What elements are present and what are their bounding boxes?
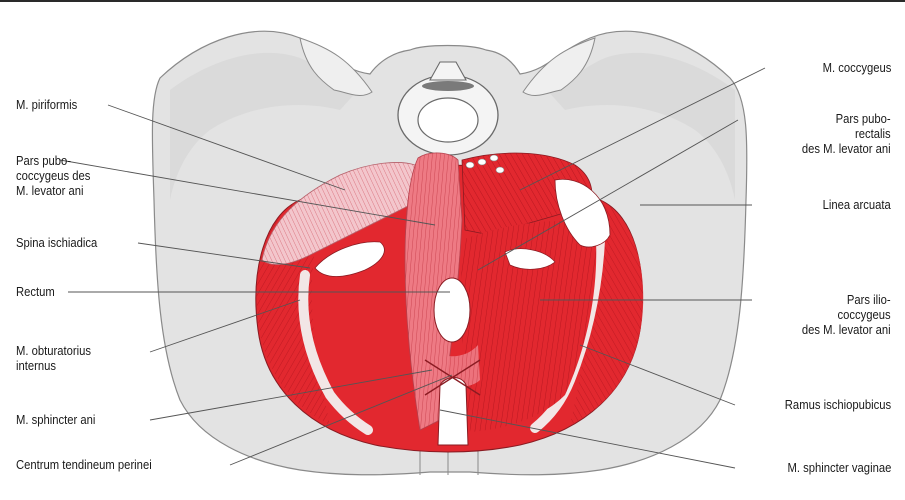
rectum-opening <box>434 278 470 342</box>
label-rectum: Rectum <box>16 285 55 300</box>
vaginal-opening <box>438 378 468 446</box>
label-linea-arcuata: Linea arcuata <box>823 198 891 213</box>
label-puborectalis: Pars pubo- rectalis des M. levator ani <box>802 112 891 157</box>
vertebral-canal <box>418 98 478 142</box>
vertebral-disc <box>422 81 474 91</box>
label-pubococcygeus: Pars pubo- coccygeus des M. levator ani <box>16 154 90 199</box>
label-centrum-tendineum: Centrum tendineum perinei <box>16 458 152 473</box>
label-obturatorius: M. obturatorius internus <box>16 344 91 374</box>
label-ramus-ischiopubicus: Ramus ischiopubicus <box>785 398 891 413</box>
label-iliococcygeus: Pars ilio- coccygeus des M. levator ani <box>802 293 891 338</box>
label-spina-ischiadica: Spina ischiadica <box>16 236 97 251</box>
label-sphincter-ani: M. sphincter ani <box>16 413 95 428</box>
label-coccygeus: M. coccygeus <box>822 61 891 76</box>
label-piriformis: M. piriformis <box>16 98 77 113</box>
pelvic-floor-muscles <box>256 153 643 452</box>
label-sphincter-vaginae: M. sphincter vaginae <box>787 461 891 476</box>
